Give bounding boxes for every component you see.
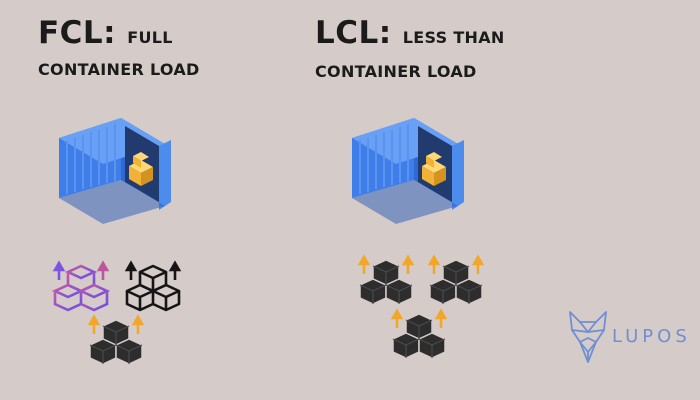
lcl-desc: LESS THAN [402,28,505,47]
lcl-section: LCL: LESS THAN CONTAINER LOAD [290,0,610,400]
stacked-boxes-icon [51,260,111,312]
shipping-container-icon [348,110,468,225]
stacked-boxes-icon [87,314,145,365]
shipping-container-icon [55,110,175,225]
fcl-abbr: FCL: [38,15,117,51]
lcl-abbr: LCL: [315,15,392,51]
lupos-fox-logo-icon [569,311,607,363]
lcl-subtitle: CONTAINER LOAD [315,62,477,81]
logo-text: LUPOS [612,326,691,347]
fcl-title: FCL: FULL [38,16,173,49]
stacked-boxes-icon [427,254,485,305]
stacked-boxes-icon [357,254,415,305]
stacked-boxes-icon [124,260,182,316]
fcl-desc: FULL [127,28,173,47]
fcl-subtitle: CONTAINER LOAD [38,60,200,79]
lupos-logo: LUPOS [566,308,687,368]
lcl-title: LCL: LESS THAN [315,16,505,49]
stacked-boxes-icon [390,308,448,359]
fcl-section: FCL: FULL CONTAINER LOAD [0,0,320,400]
